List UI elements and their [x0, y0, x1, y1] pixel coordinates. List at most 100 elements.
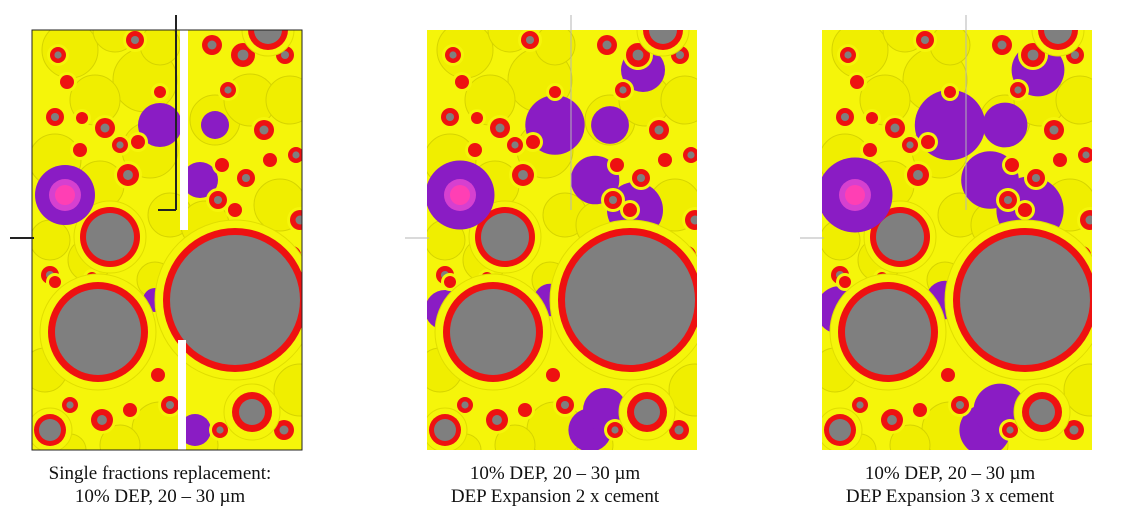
cement-particle-core [518, 170, 528, 180]
cement-particle-rim [863, 143, 877, 157]
cement-particle-rim [1053, 153, 1067, 167]
dep-particle [591, 106, 629, 144]
cement-particle-core [170, 235, 300, 365]
cement-particle-core [1003, 195, 1013, 205]
cement-particle-core [611, 426, 619, 434]
cement-particle-core [876, 213, 924, 261]
caption: Single fractions replacement: 10% DEP, 2… [10, 462, 310, 508]
cement-particle-rim [1018, 203, 1032, 217]
cement-particle-core [1014, 86, 1022, 94]
cement-particle-core [66, 401, 74, 409]
cement-particle-core [649, 30, 677, 44]
cement-particle-core [434, 419, 456, 441]
cement-particle-core [955, 400, 965, 410]
panel-expansion-2x: 10% DEP, 20 – 30 µm DEP Expansion 2 x ce… [405, 10, 705, 525]
pore-gap [178, 340, 186, 450]
cement-particle-core [130, 35, 140, 45]
cement-particle-rim [549, 86, 561, 98]
cement-particle-core [241, 173, 251, 183]
cement-particle-rim [526, 135, 540, 149]
cement-particle-rim [850, 75, 864, 89]
cement-particle-core [495, 123, 505, 133]
cement-particle-core [292, 151, 300, 159]
cement-particle-core [237, 49, 249, 61]
cement-particle-rim [913, 403, 927, 417]
cement-particle-core [844, 51, 852, 59]
cement-particle-rim [546, 368, 560, 382]
cement-particle-core [445, 112, 455, 122]
cement-particle-core [259, 125, 269, 135]
cement-particle-rim [610, 158, 624, 172]
cement-particle-core [906, 141, 914, 149]
cement-particle-core [887, 415, 897, 425]
cement-particle-core [123, 170, 133, 180]
cement-particle-core [1085, 215, 1092, 225]
cement-particle-rim [131, 135, 145, 149]
cement-particle-rim [944, 86, 956, 98]
cement-particle-rim [228, 203, 242, 217]
filler-particle [929, 30, 971, 66]
cement-particle-core [295, 215, 302, 225]
dep-particle-core [55, 185, 75, 205]
cement-particle-core [829, 419, 851, 441]
dep-particle-core [450, 185, 470, 205]
cement-particle-rim [154, 86, 166, 98]
filler-particle [1055, 75, 1092, 125]
dep-particle-core [845, 185, 865, 205]
cement-particle-core [856, 401, 864, 409]
caption-line-2: 10% DEP, 20 – 30 µm [74, 486, 246, 507]
cement-particle-core [55, 289, 141, 375]
cement-particle-core [1031, 173, 1041, 183]
filler-particle [32, 219, 71, 261]
cement-particle-core [565, 235, 695, 365]
cement-particle-core [674, 425, 684, 435]
cement-particle-core [39, 419, 61, 441]
cement-particle-rim [151, 368, 165, 382]
cement-particle-core [1082, 151, 1090, 159]
filler-particle [534, 30, 576, 66]
cement-particle-core [481, 213, 529, 261]
cement-particle-rim [60, 75, 74, 89]
dep-particle [179, 414, 211, 446]
cement-particle-rim [839, 276, 851, 288]
cement-particle-core [280, 50, 290, 60]
cement-particle-core [279, 425, 289, 435]
cement-particle-core [461, 401, 469, 409]
cement-particle-core [608, 195, 618, 205]
cement-particle-core [239, 399, 265, 425]
cement-particle-rim [696, 286, 697, 294]
pore-gap [180, 30, 188, 230]
cement-particle-rim [866, 112, 878, 124]
cement-particle-rim [215, 158, 229, 172]
caption-line-2: DEP Expansion 3 x cement [845, 486, 1055, 507]
cement-particle-core [165, 400, 175, 410]
cement-particle-core [86, 213, 134, 261]
cement-particle-core [116, 141, 124, 149]
cement-particle-rim [623, 203, 637, 217]
particle-packing-image [405, 15, 697, 450]
cement-particle-core [254, 30, 282, 44]
dep-particle [982, 102, 1028, 148]
cement-particle-core [50, 112, 60, 122]
panel-single-fraction: Single fractions replacement: 10% DEP, 2… [10, 10, 310, 525]
cement-particle-core [1029, 399, 1055, 425]
cement-particle-core [920, 35, 930, 45]
cement-particle-rim [471, 112, 483, 124]
caption-line-1: 10% DEP, 20 – 30 µm [864, 463, 1036, 484]
cement-particle-core [450, 289, 536, 375]
cement-particle-core [687, 151, 695, 159]
cement-particle-rim [1005, 158, 1019, 172]
packing-area [427, 30, 697, 450]
particle-packing-image [10, 15, 303, 451]
cement-particle-core [619, 86, 627, 94]
cement-particle-core [913, 170, 923, 180]
filler-particle [668, 363, 697, 417]
cement-particle-core [654, 125, 664, 135]
packing-area [32, 30, 302, 450]
cement-particle-core [960, 235, 1090, 365]
cement-particle-rim [444, 276, 456, 288]
cement-particle-rim [49, 276, 61, 288]
cement-particle-rim [123, 403, 137, 417]
panel-expansion-3x: 10% DEP, 20 – 30 µm DEP Expansion 3 x ce… [800, 10, 1100, 525]
cement-particle-core [690, 215, 697, 225]
